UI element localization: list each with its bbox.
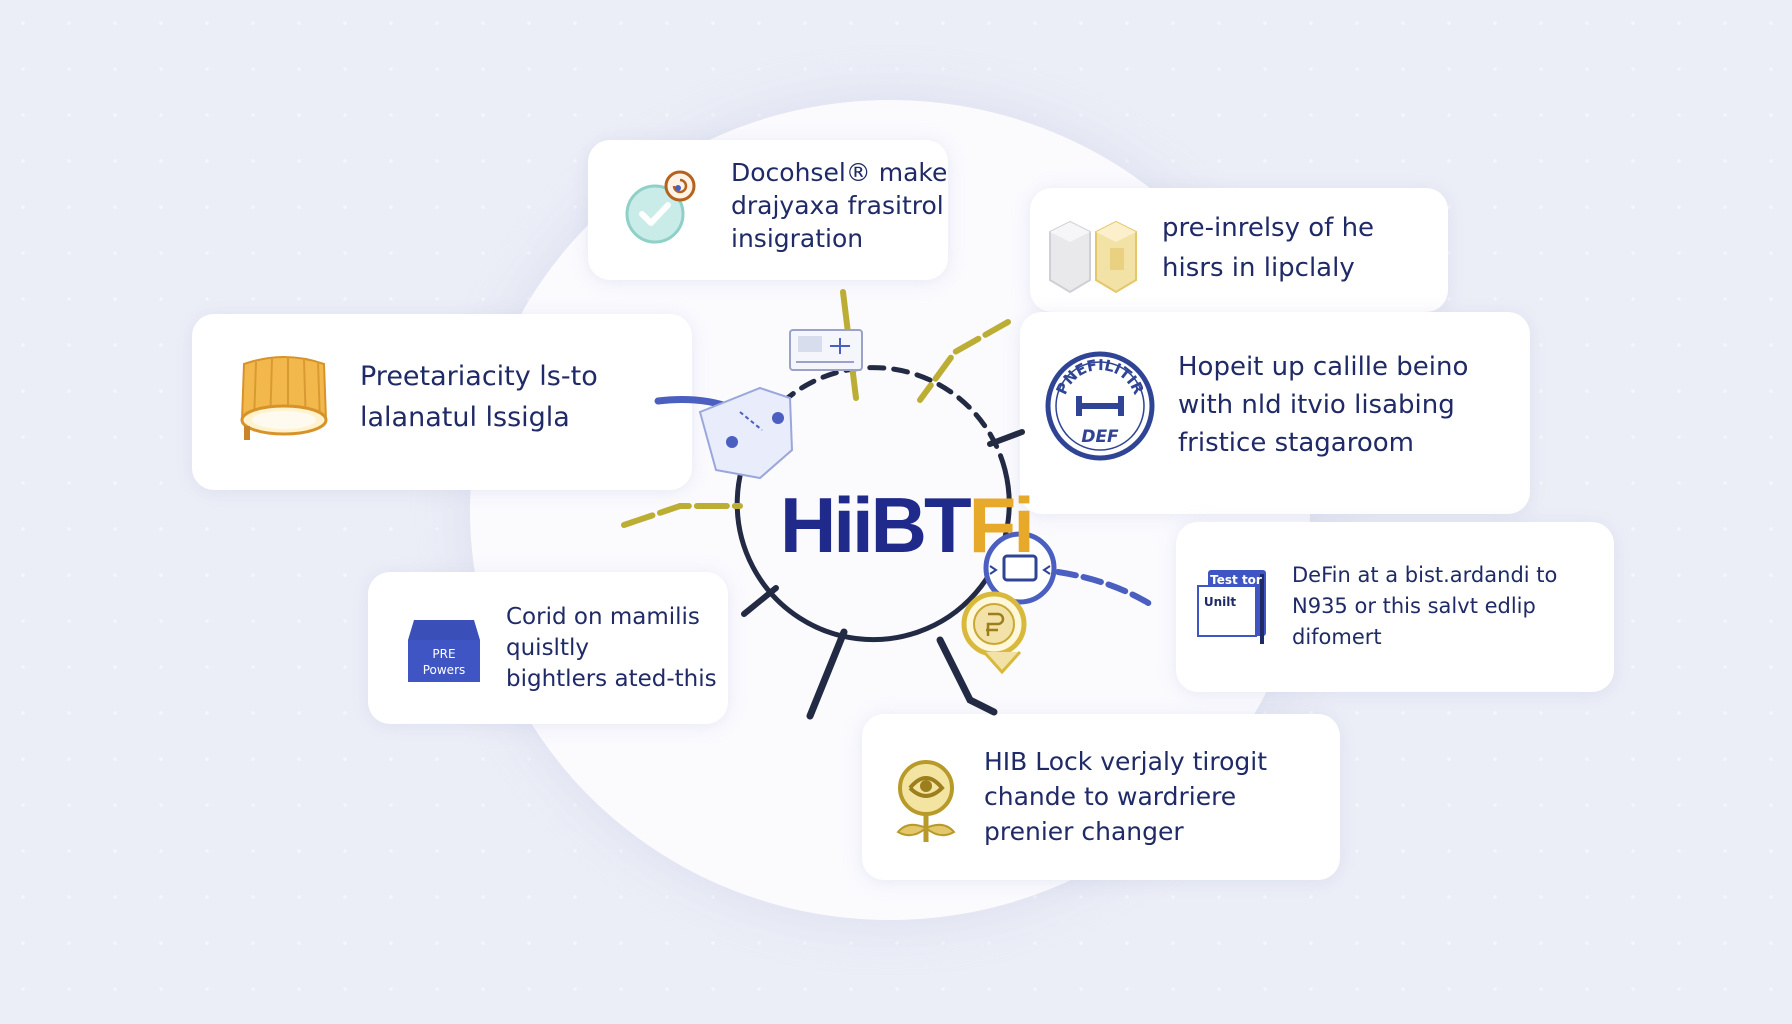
card-corid-text: Corid on mamilis quisltly bightlers ated… [506, 602, 717, 695]
card-hib-lock[interactable]: HIB Lock verjaly tirogit chande to wardr… [862, 714, 1340, 880]
spoke-right [987, 429, 1025, 447]
card-line: lalanatul lssigla [360, 402, 570, 433]
card-line: DeFin at a bist.ardandi to [1292, 563, 1558, 587]
card-line: prenier changer [984, 817, 1184, 846]
box-label-top: PRE [432, 647, 455, 661]
card-line: fristice stagaroom [1178, 428, 1414, 458]
book-label-top: Test tor [1210, 573, 1262, 587]
card-line: hisrs in lipclaly [1162, 253, 1355, 283]
card-defin-text: DeFin at a bist.ardandi to N935 or this … [1292, 560, 1557, 653]
def-seal-icon: PNEFILITIR DEF [1045, 351, 1155, 461]
card-hopeit-text: Hopeit up calille beino with nld itvio l… [1178, 348, 1468, 462]
card-hisrs-text: pre-inrelsy of he hisrs in lipclaly [1162, 208, 1374, 288]
card-line: chande to wardriere [984, 782, 1237, 811]
rose-emblem-icon [896, 760, 956, 842]
gear-node-icon [983, 531, 1057, 605]
card-line: quisltly [506, 635, 589, 661]
logo-accent: Fi [968, 481, 1035, 569]
connector-top-right [917, 319, 1011, 403]
card-integration-text: Docohsel® make drajyaxa frasitrol insigr… [731, 156, 947, 255]
coin-node-icon [961, 591, 1027, 675]
spoke-bottom-left [806, 628, 848, 720]
connector-left [621, 503, 743, 528]
card-preetariacity[interactable]: Preetariacity ls-to lalanatul lssigla [192, 314, 692, 490]
card-hisrs[interactable]: pre-inrelsy of he hisrs in lipclaly [1030, 188, 1448, 312]
check-badge-icon [625, 170, 696, 244]
card-preetariacity-text: Preetariacity ls-to lalanatul lssigla [360, 356, 598, 438]
card-integration[interactable]: Docohsel® make drajyaxa frasitrol insigr… [588, 140, 948, 280]
card-line: pre-inrelsy of he [1162, 213, 1375, 243]
card-line: Corid on mamilis [506, 604, 700, 630]
card-line: N935 or this salvt edlip [1292, 594, 1536, 618]
card-line: bightlers ated-this [506, 666, 717, 692]
box-label-bottom: Powers [423, 663, 466, 677]
card-line: with nld itvio lisabing [1178, 390, 1455, 420]
card-line: Hopeit up calille beino [1178, 352, 1469, 382]
hub-logo: HiiBTFi [780, 480, 1035, 571]
hexagon-blocks-icon [1049, 220, 1137, 294]
shield-node-icon [698, 386, 794, 480]
logo-main: HiiBT [780, 481, 972, 569]
card-hopeit[interactable]: PNEFILITIR DEF Hopeit up calille beino w… [1020, 312, 1530, 514]
card-line: HIB Lock verjaly tirogit [984, 747, 1268, 776]
card-line: Docohsel® make [731, 158, 948, 187]
card-defin[interactable]: Test tor Unilt DeFin at a bist.ardandi t… [1176, 522, 1614, 692]
card-corid[interactable]: PRE Powers Corid on mamilis quisltly big… [368, 572, 728, 724]
document-node-icon [789, 329, 863, 371]
drum-icon [240, 356, 328, 440]
card-line: drajyaxa frasitrol [731, 191, 944, 220]
card-hib-lock-text: HIB Lock verjaly tirogit chande to wardr… [984, 744, 1267, 849]
card-line: Preetariacity ls-to [360, 361, 598, 392]
pre-powers-box-icon: PRE Powers [408, 620, 480, 682]
card-line: insigration [731, 224, 864, 253]
card-line: difomert [1292, 625, 1382, 649]
unit-book-icon: Test tor Unilt [1197, 570, 1266, 644]
spoke-lower-left [741, 585, 779, 617]
book-label-bottom: Unilt [1204, 595, 1237, 609]
spoke-bottom-right [936, 636, 998, 716]
seal-bottom-text: DEF [1081, 427, 1119, 447]
connector-right-blue [1055, 569, 1153, 607]
